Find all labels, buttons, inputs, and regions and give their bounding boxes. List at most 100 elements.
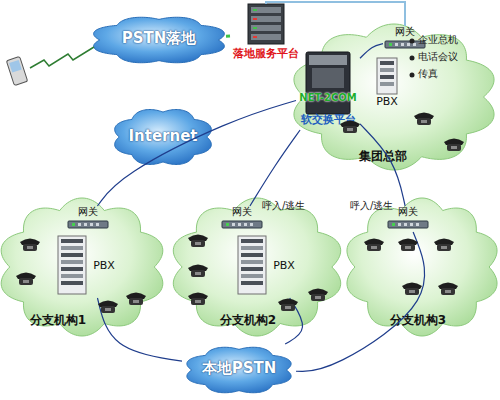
tower-top xyxy=(309,55,347,65)
gateway-port xyxy=(244,223,247,226)
node-text: Internet xyxy=(110,128,216,145)
rack-led xyxy=(253,27,257,29)
desk-phone xyxy=(434,239,454,252)
pbx-body xyxy=(58,236,86,294)
desk-phone xyxy=(364,239,384,252)
node-text: PBX xyxy=(372,96,402,109)
gateway-device-graphic xyxy=(222,221,262,228)
pstn-cloud: PSTN落地 xyxy=(88,14,230,66)
gateway-device-graphic xyxy=(388,221,428,228)
node-text: 分支机构3 xyxy=(378,314,458,328)
gateway-port xyxy=(410,223,413,226)
desk-phone xyxy=(308,289,328,302)
desk-phone xyxy=(402,283,422,296)
pbx-module xyxy=(61,260,83,264)
connector-line xyxy=(266,2,405,26)
feature-item: 电话会议 xyxy=(418,51,458,63)
rack-led xyxy=(253,9,257,11)
rack-unit xyxy=(251,34,281,40)
pbx-module xyxy=(241,260,263,264)
desk-phone xyxy=(340,121,360,134)
pbx-module xyxy=(241,281,263,285)
pbx-module xyxy=(61,246,83,250)
node-text: 集团总部 xyxy=(348,150,418,164)
bullet-dot xyxy=(410,39,415,44)
local-pstn-cloud: 本地PSTN xyxy=(182,344,296,396)
pbx-module xyxy=(380,75,394,79)
connector-line xyxy=(360,124,405,206)
node-text: PBX xyxy=(268,260,300,273)
gateway-port xyxy=(232,223,235,226)
feature-item: 传真 xyxy=(418,68,438,80)
wireless-signal xyxy=(30,47,94,68)
gateway-port xyxy=(395,43,398,46)
gateway-body xyxy=(68,221,108,228)
desk-phone xyxy=(438,283,458,296)
bullet-dot xyxy=(410,73,415,78)
gateway-port xyxy=(392,223,395,226)
rack-body xyxy=(248,4,284,44)
desk-phone xyxy=(278,299,298,312)
gateway-port xyxy=(404,223,407,226)
pbx-module xyxy=(61,253,83,257)
node-text: 落地服务平台 xyxy=(226,48,306,61)
node-text: 网关 xyxy=(66,206,110,218)
pbx-module xyxy=(241,239,263,243)
pbx-module xyxy=(241,267,263,271)
connector-line xyxy=(360,44,383,59)
node-text: PSTN落地 xyxy=(88,30,230,47)
desk-phone xyxy=(188,265,208,278)
rack-led xyxy=(253,18,257,20)
rack-unit xyxy=(251,7,281,13)
pbx-cabinet: PBX xyxy=(372,58,402,110)
connector-line xyxy=(226,35,230,38)
pbx-cabinet: PBX xyxy=(238,236,302,298)
gateway-port xyxy=(226,223,229,226)
desk-phone xyxy=(188,235,208,248)
desk-phone xyxy=(398,239,418,252)
desk-phone xyxy=(188,293,208,306)
gateway-port xyxy=(72,223,75,226)
gateway-body xyxy=(388,221,428,228)
bullet-dots xyxy=(410,39,415,78)
pbx-module xyxy=(61,267,83,271)
pbx-module xyxy=(241,246,263,250)
desk-phone xyxy=(20,239,40,252)
rack-unit xyxy=(251,25,281,31)
node-text: 分支机构2 xyxy=(208,314,288,328)
desk-phone xyxy=(98,301,118,314)
line-note: 呼入/逃生 xyxy=(262,200,305,212)
internet-cloud: Internet xyxy=(110,106,216,168)
pbx-cabinet: PBX xyxy=(58,236,122,298)
pbx-module xyxy=(380,61,394,65)
server-rack-graphic xyxy=(248,4,284,44)
pbx-cabinet-graphic xyxy=(238,236,266,294)
gateway-port xyxy=(413,43,416,46)
pbx-module xyxy=(241,253,263,257)
gateway-device: 网关 xyxy=(220,206,264,232)
pbx-module xyxy=(61,274,83,278)
cloud-outline xyxy=(1,198,163,336)
rack-led xyxy=(253,36,257,38)
cloud-outline xyxy=(173,198,340,336)
branch-cloud: 分支机构3网关 xyxy=(342,196,500,338)
gateway-port xyxy=(90,223,93,226)
mobile-body xyxy=(6,56,27,85)
mobile-phone xyxy=(6,56,27,85)
gateway-device: 网关 xyxy=(66,206,110,232)
gateway-port xyxy=(96,223,99,226)
gateway-port xyxy=(416,223,419,226)
rack-unit xyxy=(251,16,281,22)
branch-cloud: 分支机构1网关PBX xyxy=(0,196,168,338)
gateway-port xyxy=(398,223,401,226)
desk-phone xyxy=(414,113,434,126)
tower-body xyxy=(306,52,350,114)
pbx-cabinet-graphic xyxy=(377,58,397,94)
gateway-port xyxy=(78,223,81,226)
gateway-port xyxy=(401,43,404,46)
desk-phone xyxy=(16,273,36,286)
server-rack: 落地服务平台 xyxy=(226,4,306,64)
pbx-module xyxy=(61,239,83,243)
connector-line xyxy=(97,298,182,361)
pbx-module xyxy=(380,82,394,86)
